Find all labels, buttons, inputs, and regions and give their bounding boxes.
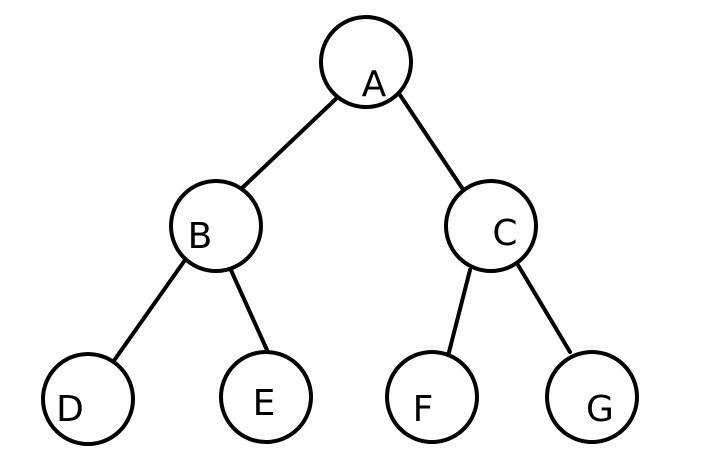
node-f: F xyxy=(385,350,479,444)
node-circle-e xyxy=(219,350,313,444)
edge-a-c xyxy=(396,90,464,190)
node-circle-c xyxy=(444,179,538,273)
node-a: A xyxy=(319,15,413,109)
node-d: D xyxy=(41,352,135,446)
node-label-e: E xyxy=(253,383,276,424)
node-label-f: F xyxy=(413,389,434,430)
node-e: E xyxy=(219,350,313,444)
edge-b-d xyxy=(111,258,187,364)
node-g: G xyxy=(545,350,639,444)
node-circle-b xyxy=(169,179,263,273)
node-label-d: D xyxy=(56,389,84,430)
node-circle-d xyxy=(41,352,135,446)
node-c: C xyxy=(444,179,538,273)
node-circle-f xyxy=(385,350,479,444)
edge-c-g xyxy=(516,263,572,354)
node-b: B xyxy=(169,179,263,273)
edge-a-b xyxy=(238,93,342,192)
node-circle-g xyxy=(545,350,639,444)
edges-layer xyxy=(111,90,572,364)
edge-b-e xyxy=(228,266,269,352)
node-circle-a xyxy=(319,15,413,109)
node-label-g: G xyxy=(586,389,614,430)
edge-c-f xyxy=(445,268,472,362)
node-label-b: B xyxy=(188,216,213,257)
nodes-layer: A B C D E F G xyxy=(41,15,639,446)
node-label-a: A xyxy=(362,64,387,105)
node-label-c: C xyxy=(492,213,517,254)
